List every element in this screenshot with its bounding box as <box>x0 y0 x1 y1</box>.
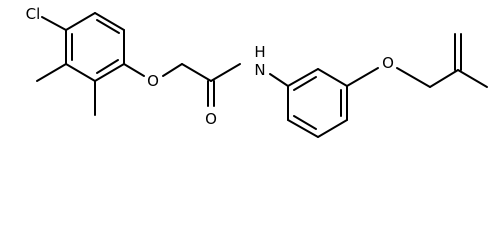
chlorine-label: Cl <box>26 5 41 23</box>
bond <box>181 63 212 82</box>
bond <box>162 63 183 77</box>
amide-hydrogen-label: H <box>254 43 265 61</box>
bond <box>269 73 289 87</box>
bond <box>346 67 379 87</box>
aryl-ether-oxygen-label: O <box>382 54 394 72</box>
bond <box>210 63 241 82</box>
right-benzene-ring <box>287 68 348 138</box>
bond <box>287 119 319 138</box>
bond <box>123 63 145 77</box>
bond <box>65 12 96 31</box>
bond <box>293 76 317 91</box>
bond <box>293 115 317 130</box>
methyl-bond <box>36 63 67 82</box>
amide-nitrogen-label: N <box>254 61 265 79</box>
chemical-structure-diagram: Cl O O N H O <box>26 5 488 138</box>
bond <box>96 19 120 34</box>
bond <box>96 59 119 74</box>
left-benzene-ring <box>65 12 125 82</box>
bond <box>317 119 348 138</box>
bond <box>317 68 348 87</box>
bond <box>41 16 67 31</box>
ether-oxygen-label: O <box>147 72 159 90</box>
bond <box>429 69 459 88</box>
carbonyl-oxygen-label: O <box>205 110 217 128</box>
bond <box>396 67 431 88</box>
bond <box>94 12 125 31</box>
bond <box>94 63 125 82</box>
bond <box>287 68 319 87</box>
methyl-bond <box>457 69 488 88</box>
bond <box>65 63 96 82</box>
